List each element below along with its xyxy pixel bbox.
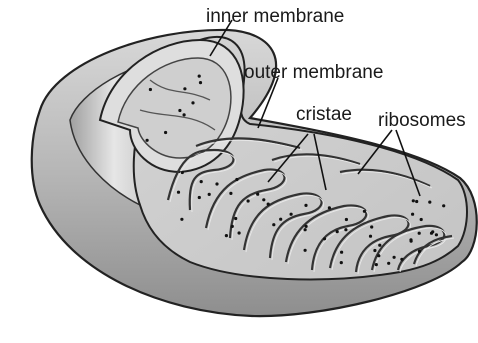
ribosome-dot <box>149 88 152 91</box>
ribosome-dot <box>198 75 201 78</box>
ribosome-dot <box>229 192 232 195</box>
ribosome-dot <box>375 263 378 266</box>
ribosome-dot <box>225 234 228 237</box>
ribosome-dot <box>199 81 202 84</box>
ribosome-dot <box>420 218 423 221</box>
ribosome-dot <box>415 200 418 203</box>
ribosome-dot <box>428 201 431 204</box>
ribosome-dot <box>304 228 307 231</box>
ribosome-dot <box>377 254 380 257</box>
ribosome-dot <box>208 193 211 196</box>
ribosome-dot <box>234 217 237 220</box>
ribosome-dot <box>336 230 339 233</box>
ribosome-dot <box>323 237 326 240</box>
label-cristae: cristae <box>296 104 352 125</box>
ribosome-dot <box>378 244 381 247</box>
ribosome-dot <box>400 258 403 261</box>
ribosome-dot <box>328 206 331 209</box>
ribosome-dot <box>267 203 270 206</box>
ribosome-dot <box>256 193 259 196</box>
ribosome-dot <box>198 196 201 199</box>
label-outer-membrane: outer membrane <box>244 62 383 83</box>
ribosome-dot <box>340 261 343 264</box>
ribosome-dot <box>262 198 265 201</box>
ribosome-dot <box>304 204 307 207</box>
ribosome-dot <box>247 199 250 202</box>
label-ribosomes: ribosomes <box>378 110 466 131</box>
ribosome-dot <box>369 235 372 238</box>
ribosome-dot <box>305 225 308 228</box>
ribosome-dot <box>410 240 413 243</box>
ribosome-dot <box>344 228 347 231</box>
ribosome-dot <box>183 113 186 116</box>
ribosome-dot <box>272 223 275 226</box>
ribosome-dot <box>363 210 366 213</box>
ribosome-dot <box>200 180 203 183</box>
ribosome-dot <box>183 87 186 90</box>
ribosome-dot <box>373 249 376 252</box>
ribosome-dot <box>304 249 307 252</box>
ribosome-dot <box>412 199 415 202</box>
ribosome-dot <box>177 191 180 194</box>
ribosome-dot <box>418 232 421 235</box>
ribosome-dot <box>411 213 414 216</box>
ribosome-dot <box>146 139 149 142</box>
ribosome-dot <box>442 204 445 207</box>
ribosome-dot <box>238 231 241 234</box>
ribosome-dot <box>181 171 184 174</box>
ribosome-dot <box>191 101 194 104</box>
ribosome-dot <box>235 178 238 181</box>
label-inner-membrane: inner membrane <box>206 6 344 27</box>
ribosome-dot <box>418 250 421 253</box>
ribosome-dot <box>290 213 293 216</box>
ribosome-dot <box>430 232 433 235</box>
ribosome-dot <box>180 218 183 221</box>
ribosome-dot <box>393 256 396 259</box>
ribosome-dot <box>279 218 282 221</box>
ribosome-dot <box>215 182 218 185</box>
ribosome-dot <box>178 109 181 112</box>
ribosome-dot <box>345 218 348 221</box>
ribosome-dot <box>231 225 234 228</box>
ribosome-dot <box>370 225 373 228</box>
ribosome-dot <box>340 251 343 254</box>
ribosome-dot <box>387 262 390 265</box>
ribosome-dot <box>164 131 167 134</box>
ribosome-dot <box>435 233 438 236</box>
